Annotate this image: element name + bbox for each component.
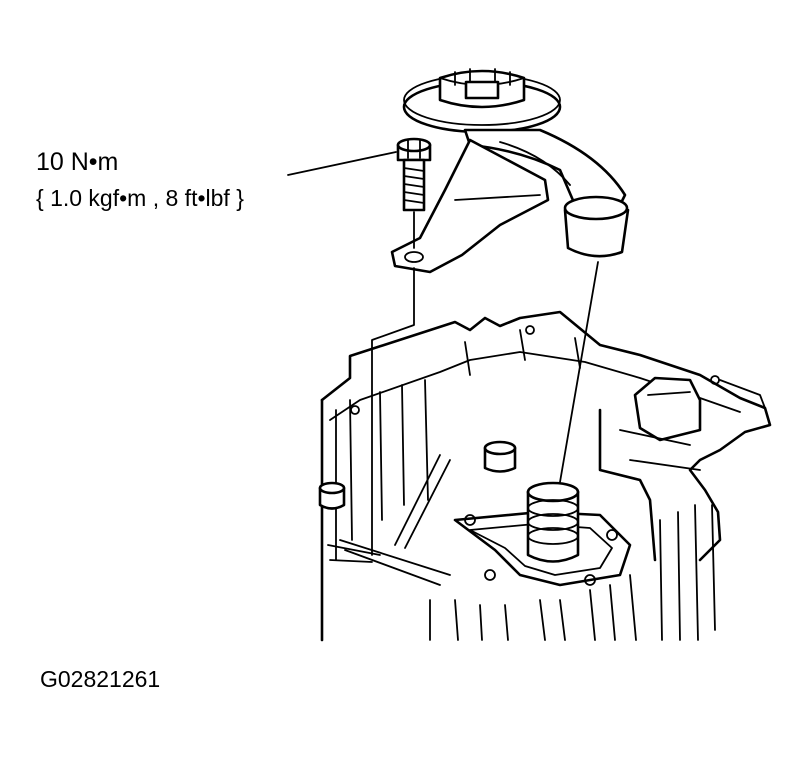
transmission-case (318, 310, 772, 642)
torque-conversion-label: { 1.0 kgf•m , 8 ft•lbf } (36, 185, 244, 211)
torque-value-label: 10 N•m (36, 148, 119, 176)
mounting-bolt (396, 137, 432, 212)
figure-code-label: G02821261 (40, 666, 161, 692)
alignment-lines (287, 151, 599, 556)
filler-tube-assembly (390, 68, 630, 274)
